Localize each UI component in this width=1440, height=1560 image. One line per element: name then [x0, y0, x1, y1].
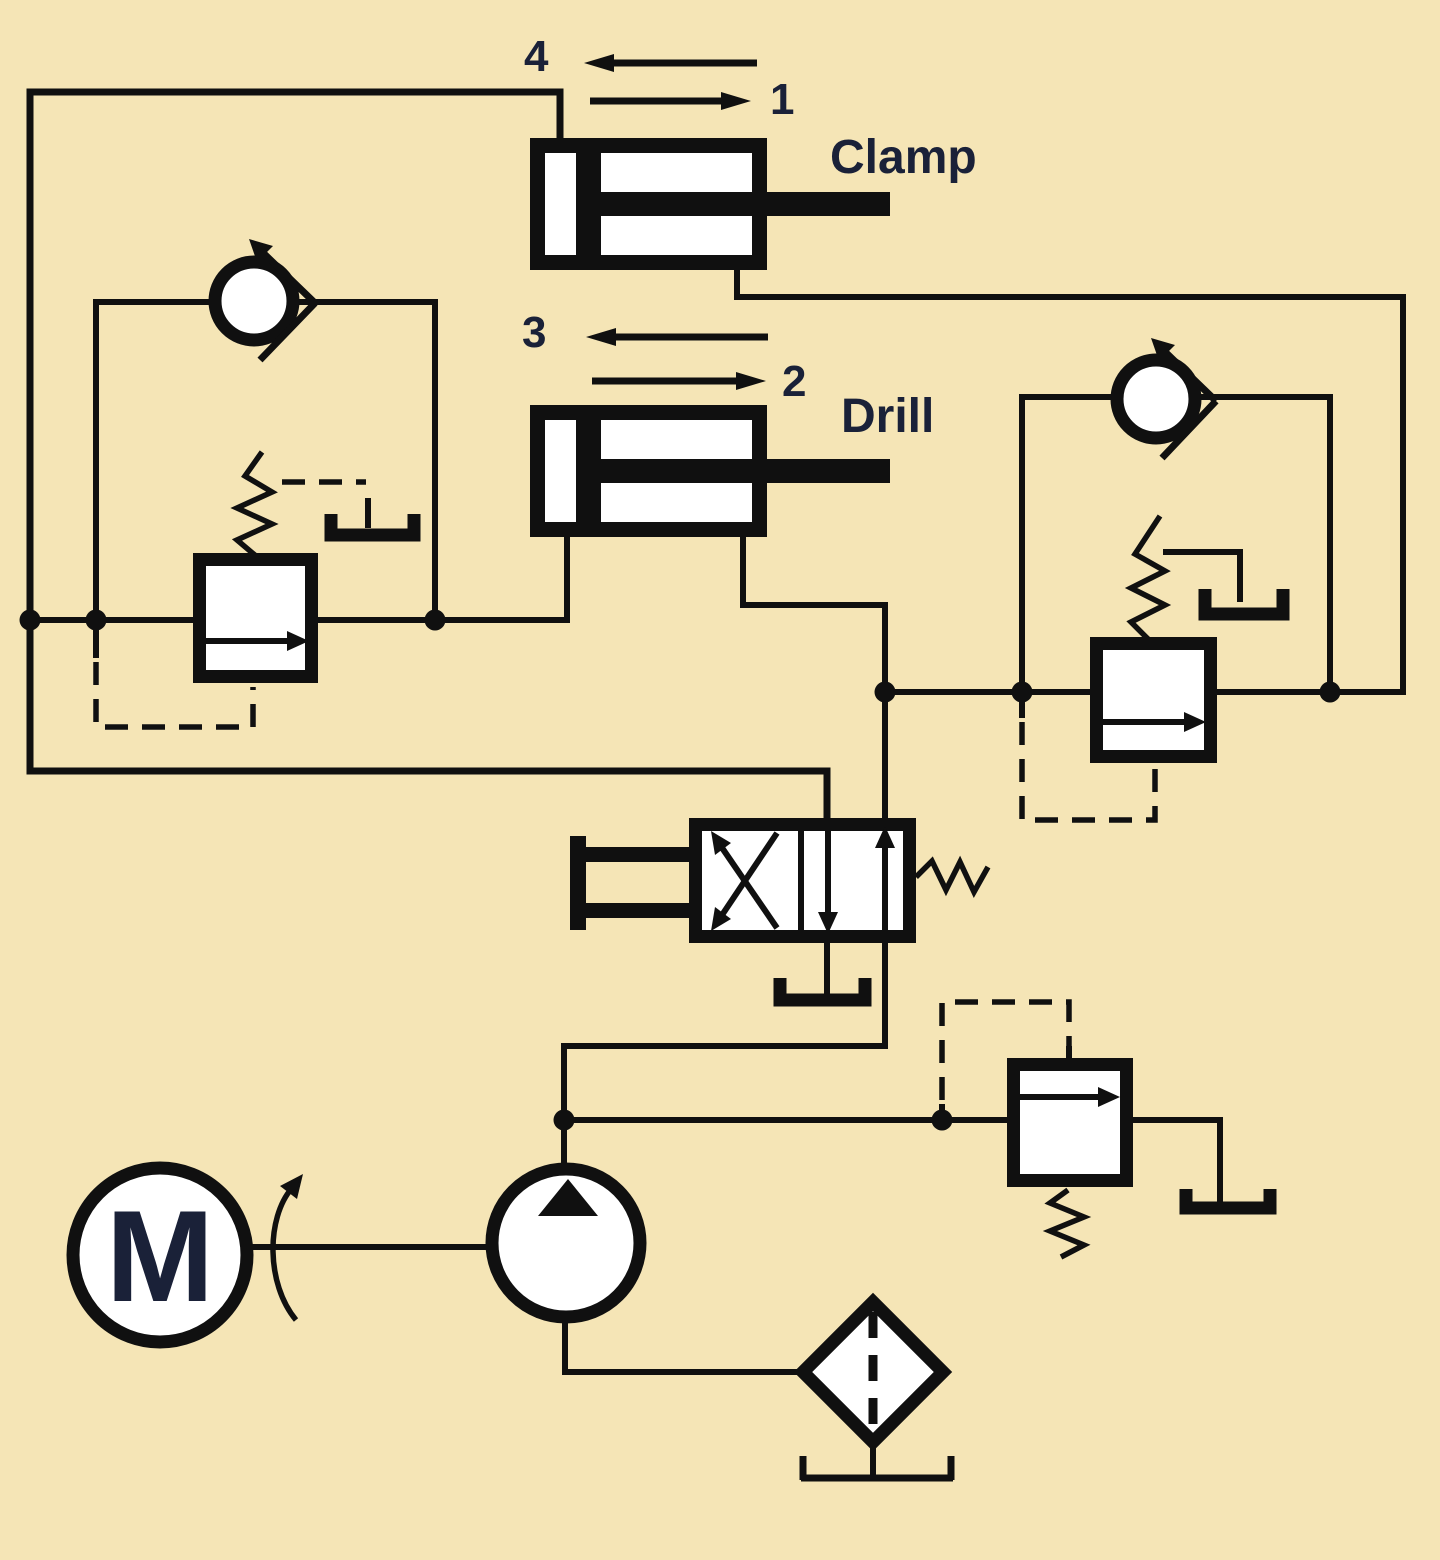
pump-icon — [485, 1162, 647, 1324]
step-number-1: 1 — [770, 75, 794, 124]
junction-dot — [553, 1109, 575, 1131]
arrowhead-right — [721, 92, 751, 110]
line-drill-rod — [740, 533, 888, 692]
junction-dot — [874, 681, 896, 703]
step-number-2: 2 — [782, 357, 806, 406]
motor-label: M — [106, 1183, 214, 1329]
check-seat — [253, 243, 318, 363]
manual-actuator-icon — [570, 836, 690, 930]
pump-outlet-triangle — [538, 1179, 598, 1216]
rotation-arrowhead — [280, 1174, 303, 1199]
spring-icon — [1124, 514, 1172, 641]
spring-icon — [230, 450, 279, 559]
drain-link — [1163, 549, 1243, 602]
flow-arrowhead — [1098, 1087, 1120, 1107]
check-ball — [208, 255, 300, 347]
straight-arrowhead-up — [875, 826, 895, 848]
junction-dot — [1011, 681, 1033, 703]
line-dcv-p-port — [561, 937, 888, 1120]
drill-cylinder-icon — [530, 405, 890, 537]
electric-motor-icon: M — [66, 1161, 493, 1349]
flow-arrowhead — [287, 631, 309, 651]
crossed-arrowhead — [711, 831, 731, 855]
line-pump-suction — [562, 1316, 806, 1375]
arrowhead-right — [736, 372, 766, 390]
sequence-valve-icon — [193, 450, 421, 683]
sequence-step-annotations: 4 1 3 2 Clamp Drill — [522, 32, 977, 443]
tank-icon — [799, 1456, 955, 1482]
junction-dot — [1319, 681, 1341, 703]
free-flow-arrowhead — [249, 239, 273, 262]
step-number-4: 4 — [524, 32, 549, 81]
flow-arrowhead — [1184, 712, 1206, 732]
pilot-left-dashed — [93, 662, 256, 730]
line-clamp-cap-feed — [26, 88, 831, 826]
valve-body — [193, 553, 318, 683]
tank-icon — [773, 978, 872, 1007]
motor-circle — [66, 1161, 254, 1349]
actuator-bar — [586, 847, 690, 862]
clamp-cylinder-icon — [530, 138, 890, 270]
valve-body — [1007, 1058, 1133, 1187]
junction-dots — [19, 609, 1341, 1131]
check-valve-icon — [208, 239, 318, 363]
check-seat — [1155, 342, 1219, 461]
clamp-label: Clamp — [830, 131, 977, 184]
valve-body — [1090, 637, 1217, 763]
check-valve-icon — [1110, 338, 1219, 461]
rotation-arc — [270, 1186, 299, 1322]
filter-icon — [793, 1292, 955, 1482]
piston — [576, 420, 601, 522]
junction-dot — [931, 1109, 953, 1131]
step-number-3: 3 — [522, 308, 546, 357]
tank-icon — [1198, 589, 1290, 621]
spring-icon — [1042, 1187, 1092, 1260]
tank-icon — [1179, 1189, 1277, 1215]
arrowhead-left — [586, 328, 616, 346]
piston-rod — [601, 459, 890, 483]
piston — [576, 153, 601, 255]
junction-dot — [19, 609, 41, 631]
actuator-plate — [570, 836, 586, 930]
crossed-path — [713, 831, 780, 926]
spring-icon — [914, 855, 991, 899]
crossed-arrowhead — [711, 907, 731, 931]
arrowhead-left — [584, 54, 614, 72]
sequence-valve-icon — [1090, 514, 1290, 763]
relief-valve-icon — [1007, 1058, 1277, 1260]
hydraulic-lines — [26, 88, 1406, 1477]
pilot-relief-dashed — [939, 999, 1072, 1100]
junction-dot — [85, 609, 107, 631]
tank-icon — [324, 514, 421, 542]
pump-circle — [485, 1162, 647, 1324]
drill-label: Drill — [841, 390, 934, 443]
piston-rod — [601, 192, 890, 216]
actuator-bar — [586, 903, 690, 918]
junction-dot — [424, 609, 446, 631]
free-flow-arrowhead — [1151, 338, 1175, 361]
check-ball — [1110, 353, 1202, 445]
directional-valve-icon — [570, 818, 991, 1007]
straight-arrowhead-down — [818, 912, 838, 934]
line-clamp-rod-return — [734, 264, 1406, 695]
line-relief-outlet — [1133, 1117, 1223, 1202]
pilot-right-dashed — [1019, 722, 1158, 823]
